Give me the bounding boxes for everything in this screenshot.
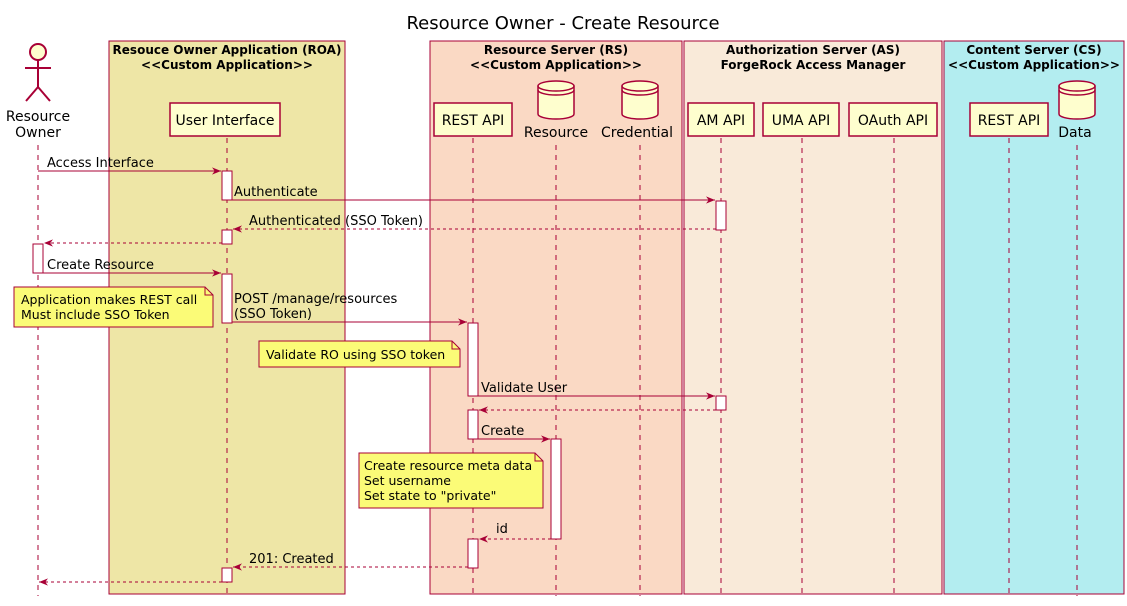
message-label: (SSO Token) [234,307,312,322]
activation-bar [221,170,233,201]
note-line: Must include SSO Token [21,307,170,322]
participant-uma-api: UMA API [762,102,840,137]
participant-label: REST API [442,113,505,129]
participant-resource-db: Resource [524,80,588,141]
group-rs-title: Resource Server (RS) [484,43,628,57]
activation-bar [715,395,727,411]
activation-bar [550,438,562,540]
note-line: Application makes REST call [21,292,197,307]
note-validate-ro: Validate RO using SSO token [258,340,461,368]
database-icon [621,80,659,120]
participant-rs-rest-api: REST API [433,102,513,137]
activation-bar [467,538,479,569]
participant-label: User Interface [175,113,274,129]
note-line: Create resource meta data [364,458,532,473]
message-label: Create [481,424,524,439]
note-line: Set username [364,473,451,488]
activation-bar [32,243,44,274]
participant-label: OAuth API [858,113,928,129]
participant-am-api: AM API [687,102,755,137]
participant-cs-rest-api: REST API [969,102,1049,137]
participant-resource-owner: Resource Owner [6,43,70,141]
activation-bar [467,322,479,397]
messages [38,167,716,586]
group-as-title: Authorization Server (AS) [726,43,900,57]
group-cs-title: Content Server (CS) [966,43,1101,57]
group-cs-stereotype: <<Custom Application>> [948,58,1120,72]
activation-bar [221,567,233,583]
participant-oauth-api: OAuth API [848,102,938,137]
note-create-meta: Create resource meta data Set username S… [358,452,544,509]
actor-icon [25,43,51,102]
participant-label: Owner [15,125,61,141]
database-icon [1058,80,1096,120]
message-label: Access Interface [47,156,154,171]
group-as-subtitle: ForgeRock Access Manager [721,58,906,72]
note-line: Validate RO using SSO token [266,347,445,362]
message-labels: Access Interface Authenticate Authentica… [47,156,568,567]
message-label: 201: Created [249,552,334,567]
participant-data-db: Data [1058,80,1096,141]
participant-label: UMA API [772,113,831,129]
participant-user-interface: User Interface [169,102,281,137]
note-line: Set state to "private" [364,488,496,503]
participant-credential-db: Credential [601,80,673,141]
group-rs-stereotype: <<Custom Application>> [470,58,642,72]
message-label: id [496,522,508,537]
diagram-title: Resource Owner - Create Resource [406,13,719,34]
lifelines [37,138,1078,596]
activation-bar [715,200,727,231]
participant-label: Resource [6,109,70,125]
activations [32,170,727,583]
message-label: POST /manage/resources [234,292,397,307]
activation-bar [467,409,479,440]
note-rest-call: Application makes REST call Must include… [13,286,214,328]
participant-label: AM API [697,113,745,129]
message-label: Create Resource [47,258,154,273]
database-icon [537,80,575,120]
message-label: Authenticate [234,185,318,200]
message-label: Validate User [481,381,568,396]
activation-bar [221,273,233,324]
group-roa-title: Resouce Owner Application (ROA) [113,43,342,57]
activation-bar [221,229,233,245]
participant-label: REST API [978,113,1041,129]
participant-label: Data [1058,125,1091,141]
message-label: Authenticated (SSO Token) [249,214,423,229]
participant-label: Resource [524,125,588,141]
participant-label: Credential [601,125,673,141]
group-roa-stereotype: <<Custom Application>> [141,58,313,72]
